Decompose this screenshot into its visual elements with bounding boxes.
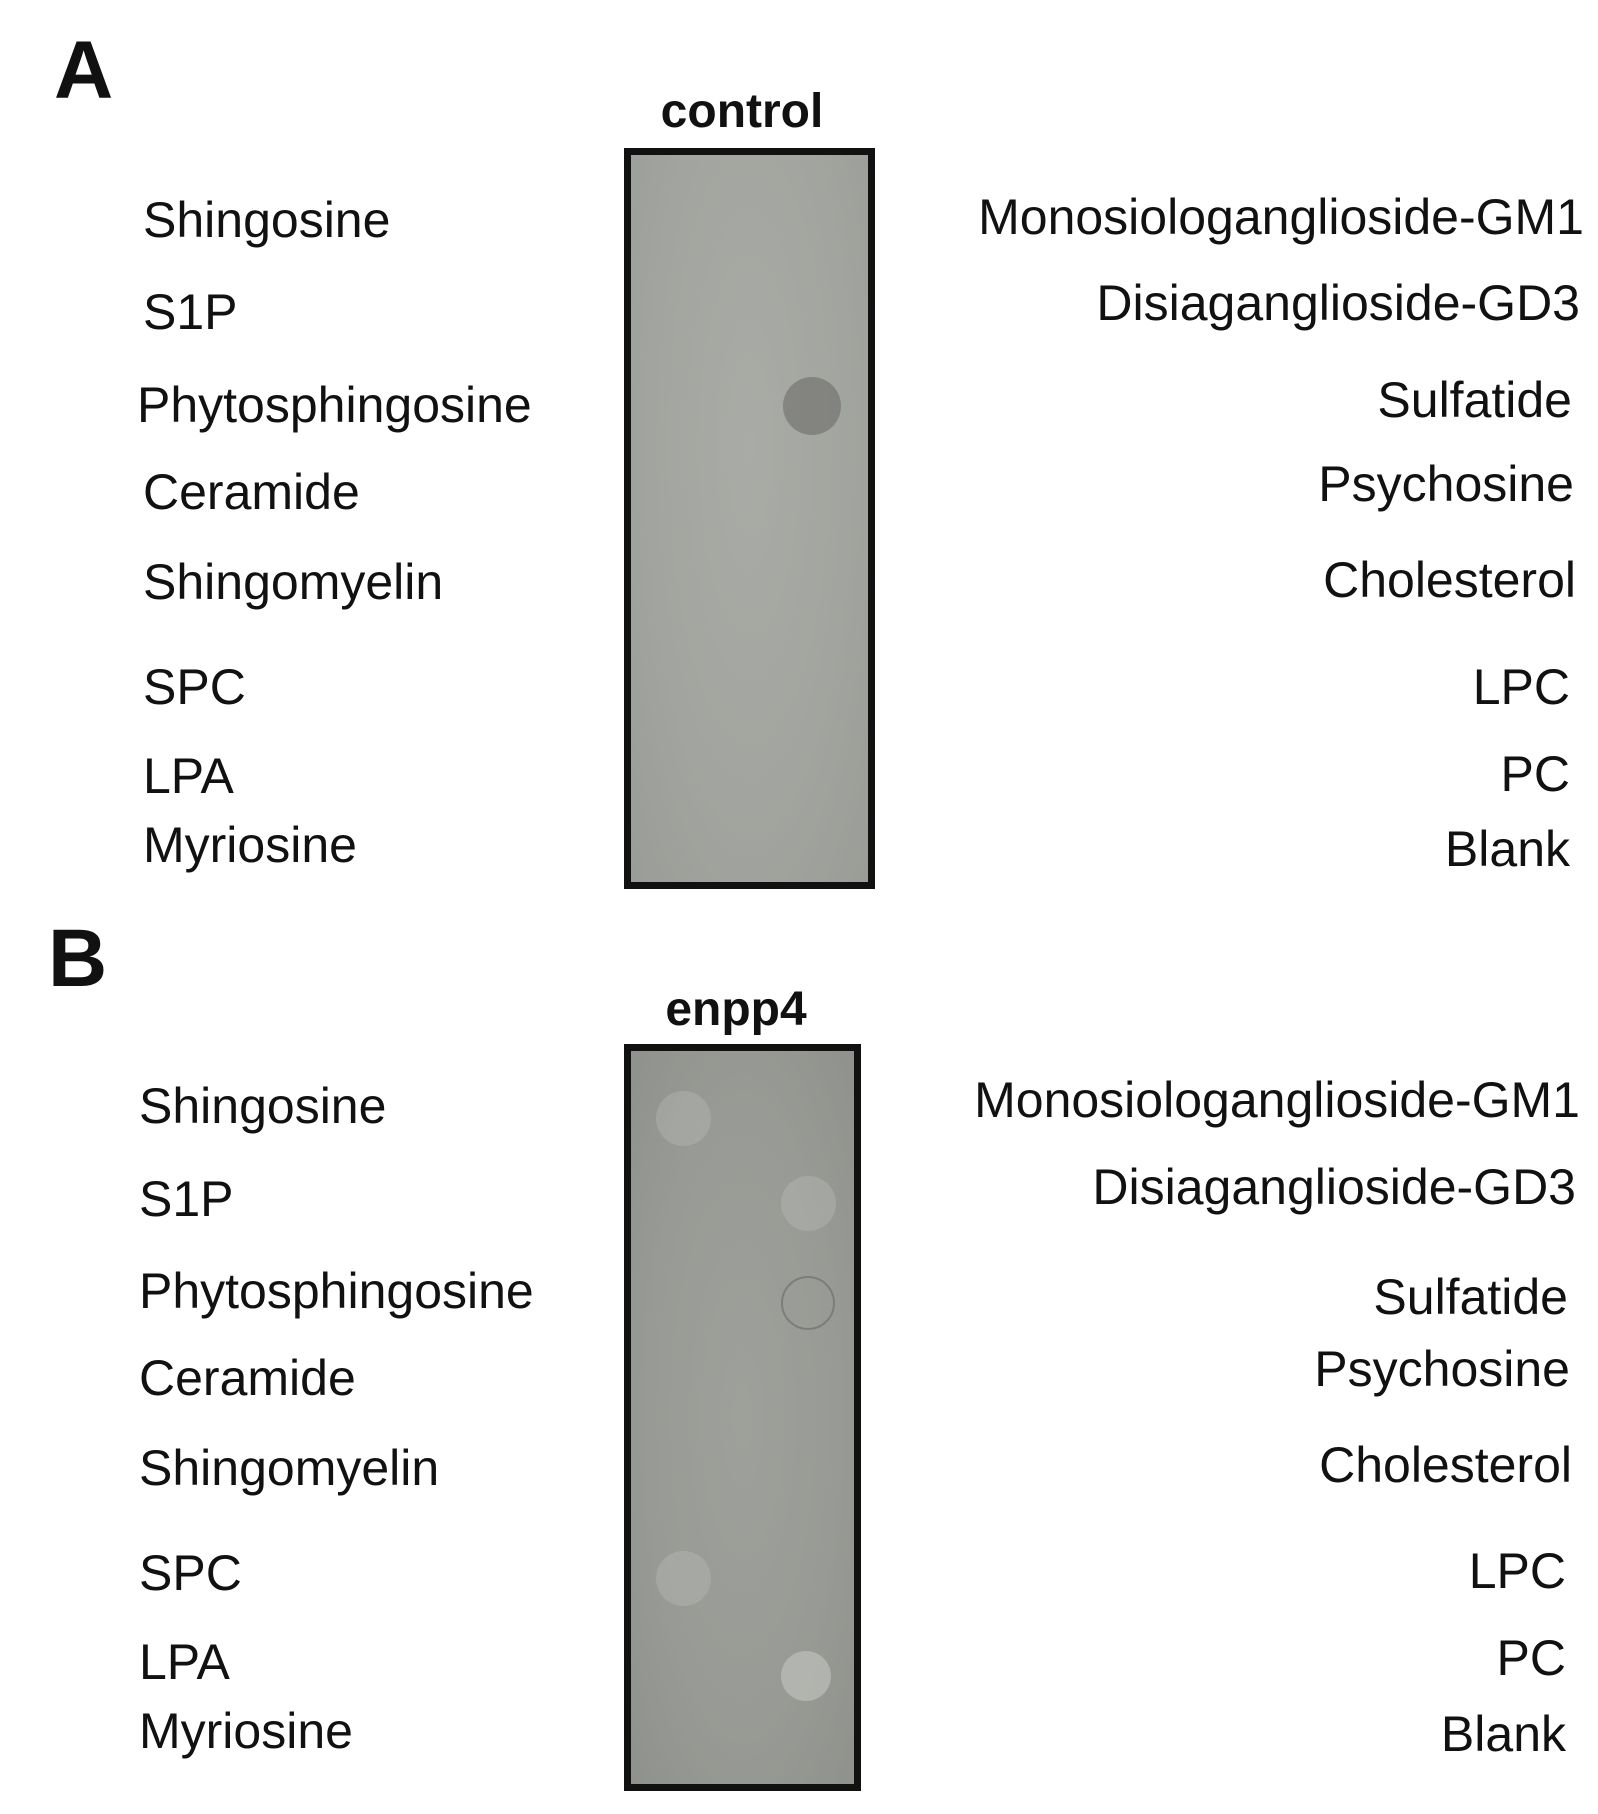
panel-a-membrane — [624, 148, 875, 889]
panel-a-left-label: Myriosine — [143, 817, 357, 873]
panel-a-right-label: Blank — [1444, 821, 1570, 877]
panel-b-left-label: Myriosine — [139, 1703, 353, 1759]
panel-b-left-label: Shingomyelin — [139, 1440, 440, 1496]
membrane-spot — [783, 377, 841, 435]
panel-b-right-label: LPC — [1468, 1543, 1566, 1599]
panel-b-right-label: Psychosine — [1314, 1341, 1570, 1397]
membrane-spot — [781, 1276, 835, 1330]
panel-b-left-label: SPC — [139, 1545, 242, 1601]
panel-a-left-label: Phytosphingosine — [137, 377, 532, 433]
panel-b-left-label: Ceramide — [139, 1350, 356, 1406]
panel-a-right-label: Disiaganglioside-GD3 — [1096, 275, 1580, 331]
panel-a-right-label: Sulfatide — [1377, 372, 1572, 428]
panel-a-left-label: LPA — [143, 748, 234, 804]
panel-a-right-label: Monosiologanglioside-GM1 — [978, 189, 1584, 245]
panel-b-right-label: Disiaganglioside-GD3 — [1092, 1159, 1576, 1215]
panel-a-left-label: Shingomyelin — [143, 554, 444, 610]
panel-a-right-label: LPC — [1472, 659, 1570, 715]
panel-b-left-label: Shingosine — [139, 1078, 387, 1134]
membrane-spot — [781, 1651, 831, 1701]
panel-b-membrane — [624, 1044, 861, 1791]
panel-b-right-label: Monosiologanglioside-GM1 — [974, 1072, 1580, 1128]
panel-a-left-label: SPC — [143, 659, 246, 715]
panel-b-right-label: Blank — [1440, 1706, 1566, 1762]
panel-b-right-label: Cholesterol — [1319, 1437, 1572, 1493]
panel-a-letter: A — [54, 25, 114, 116]
panel-a-left-label: S1P — [143, 284, 238, 340]
panel-a-title: control — [660, 85, 824, 138]
panel-b-left-label: Phytosphingosine — [139, 1263, 534, 1319]
membrane-spot — [656, 1091, 711, 1146]
panel-b-left-label: LPA — [139, 1634, 230, 1690]
panel-a-left-label: Ceramide — [143, 464, 360, 520]
membrane-spot — [656, 1551, 711, 1606]
panel-b-right-label: Sulfatide — [1373, 1269, 1568, 1325]
membrane-spot — [781, 1176, 836, 1231]
panel-a-left-label: Shingosine — [143, 192, 391, 248]
panel-b-letter: B — [48, 913, 108, 1004]
panel-b-title: enpp4 — [665, 983, 807, 1036]
panel-b-left-label: S1P — [139, 1171, 234, 1227]
panel-a-right-label: Psychosine — [1318, 456, 1574, 512]
panel-a-right-label: PC — [1500, 746, 1570, 802]
panel-b-right-label: PC — [1496, 1630, 1566, 1686]
panel-a-right-label: Cholesterol — [1323, 552, 1576, 608]
